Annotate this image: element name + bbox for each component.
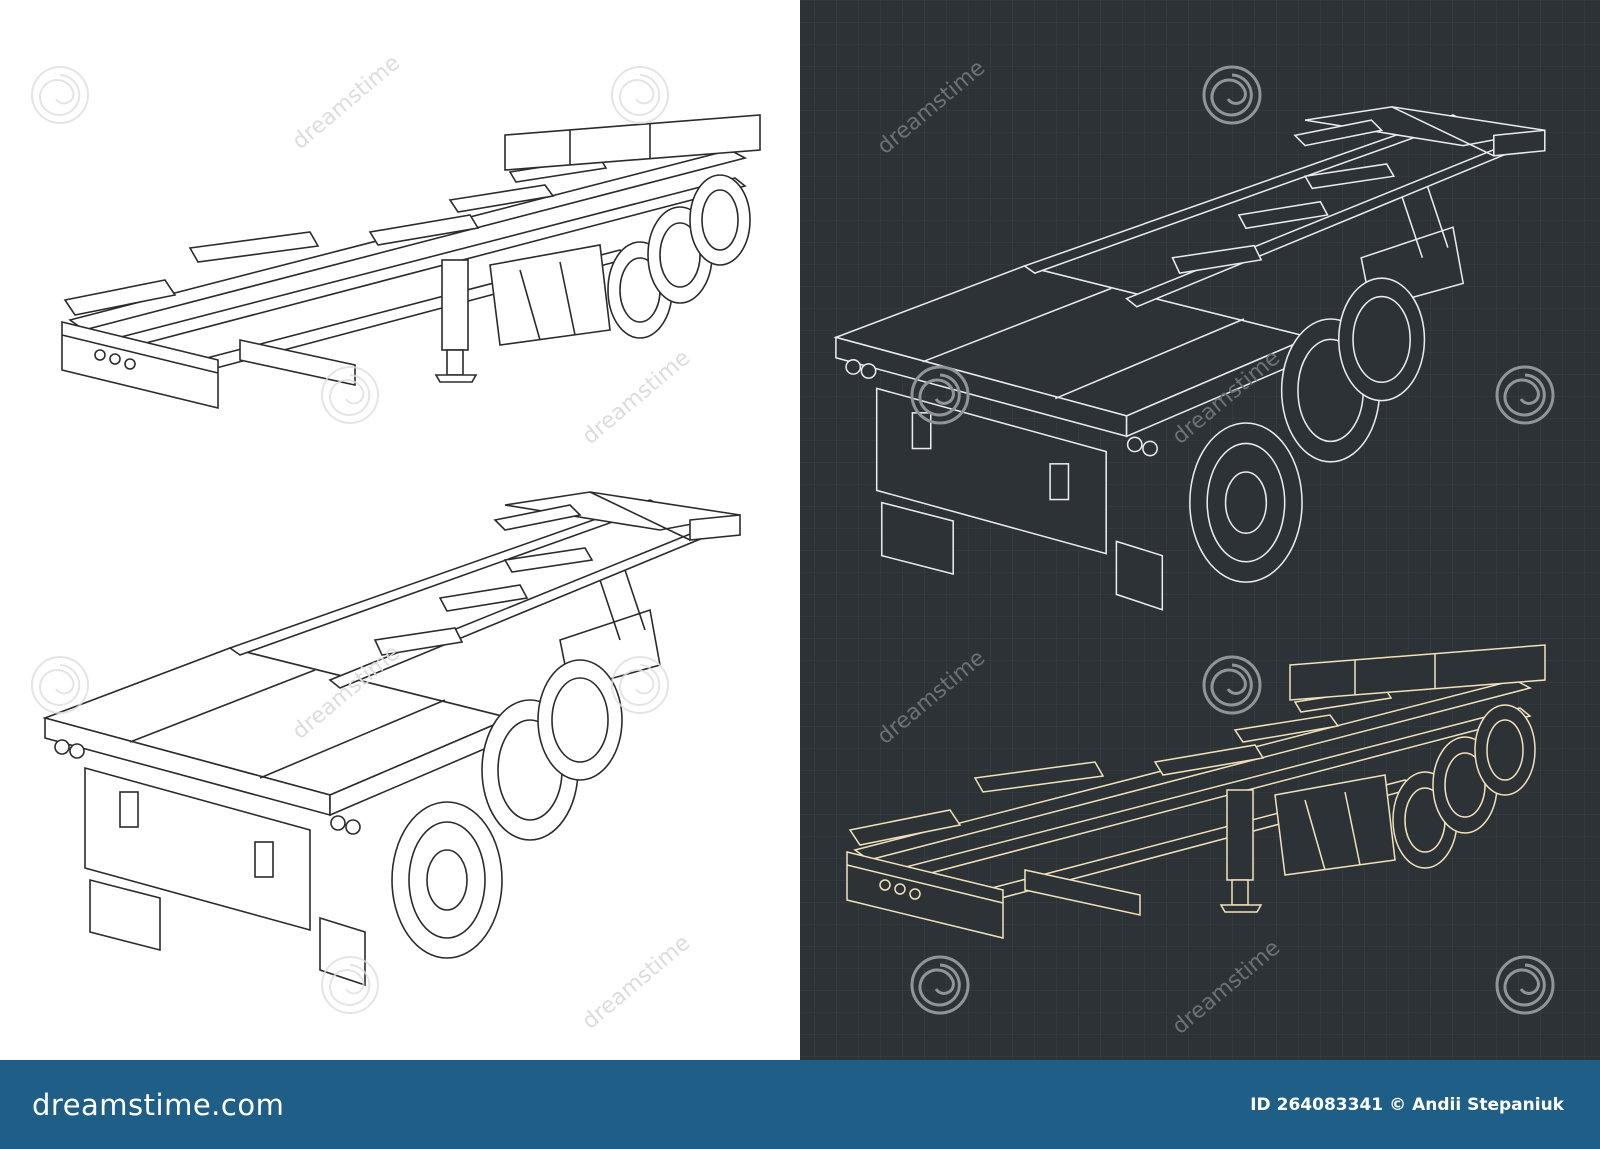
- watermark-text: dreamstime: [288, 51, 405, 155]
- footer-credit: ID 264083341 © Andii Stepaniuk: [1250, 1095, 1564, 1115]
- watermark-text: dreamstime: [578, 346, 695, 450]
- id-label: ID: [1250, 1094, 1271, 1115]
- id-number: 264083341: [1276, 1094, 1384, 1115]
- trailer-drawing-top-left: [61, 114, 761, 409]
- footer-bar: dreamstime.com ID 264083341 © Andii Step…: [0, 1060, 1600, 1149]
- footer-logo[interactable]: dreamstime.com: [32, 1087, 285, 1122]
- trailer-drawing-bottom-left: [44, 491, 741, 986]
- author-name[interactable]: Andii Stepaniuk: [1412, 1094, 1564, 1115]
- copyright-symbol: ©: [1389, 1094, 1407, 1115]
- watermark-text: dreamstime: [578, 931, 695, 1035]
- drawing-canvas: dreamstime dreamstime dreamstime dreamst…: [31, 0, 1600, 1060]
